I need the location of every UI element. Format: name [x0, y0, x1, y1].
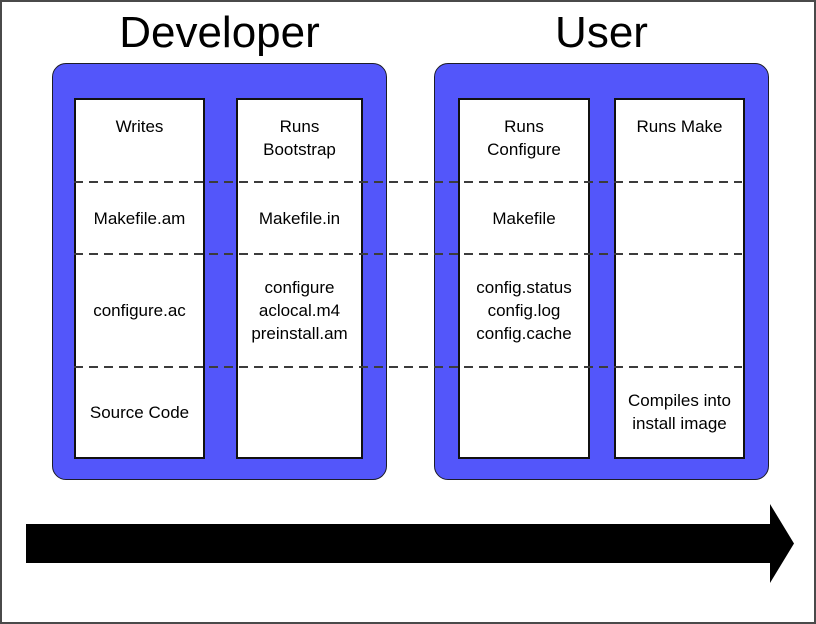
cell-configure-ac: configure.ac	[93, 301, 186, 320]
cell-makefile-in: Makefile.in	[258, 208, 341, 228]
dashed-divider-3	[74, 366, 742, 368]
cell-empty	[616, 182, 743, 254]
column-runs-configure: Runs Configure Makefile config.status co…	[458, 98, 590, 459]
cell-makefile: Makefile	[492, 208, 556, 228]
cell-configure-outputs: configure aclocal.m4 preinstall.am	[251, 278, 348, 343]
dashed-divider-1	[74, 181, 742, 183]
flow-arrow-shape	[26, 504, 794, 583]
cell-empty	[238, 367, 361, 457]
cell-runs-bootstrap-header: Runs Bootstrap	[263, 117, 336, 159]
cell-empty	[460, 367, 588, 457]
cell-empty	[616, 254, 743, 367]
dashed-divider-2	[74, 253, 742, 255]
cell-makefile-am: Makefile.am	[93, 208, 186, 228]
cell-config-outputs: config.status config.log config.cache	[476, 278, 572, 343]
cell-compiles-into: Compiles into install image	[628, 391, 731, 433]
cell-source-code: Source Code	[89, 402, 190, 422]
column-writes: Writes Makefile.am configure.ac Source C…	[74, 98, 205, 459]
column-runs-make: Runs Make Compiles into install image	[614, 98, 745, 459]
cell-runs-make-header: Runs Make	[636, 117, 723, 136]
cell-runs-configure-header: Runs Configure	[487, 117, 561, 159]
developer-group-title: Developer	[119, 8, 320, 57]
user-group-title: User	[555, 8, 648, 57]
column-runs-bootstrap: Runs Bootstrap Makefile.in configure acl…	[236, 98, 363, 459]
flow-arrow-right	[26, 504, 794, 583]
cell-writes-header: Writes	[115, 117, 164, 136]
